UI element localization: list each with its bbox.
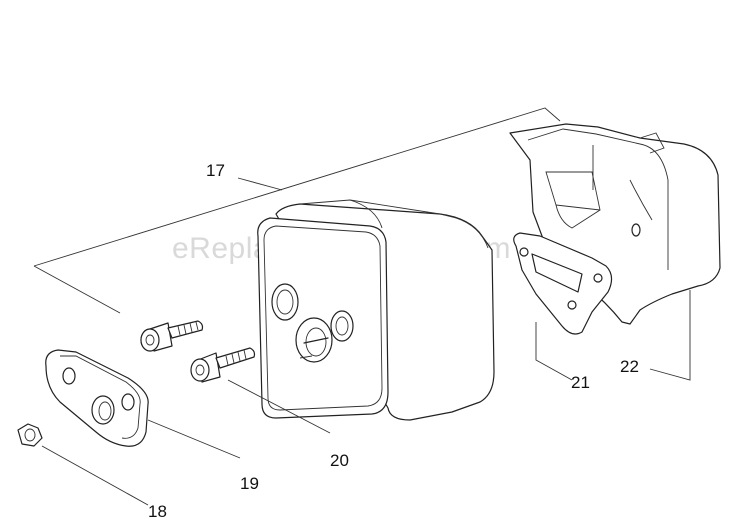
callout-17: 17: [206, 161, 225, 180]
part-18-nut: [17, 423, 43, 447]
assembly-bracket-17: [33, 107, 561, 314]
part-19-flange-plate: [45, 349, 149, 447]
part-20-bolt-lower: [190, 347, 256, 383]
part-22-heat-shield: [509, 123, 721, 325]
callout-21: 21: [571, 373, 590, 392]
callout-leader-22: [649, 290, 691, 381]
callout-leader-19: [147, 419, 241, 459]
part-21-gasket: [513, 232, 613, 335]
callout-leader-18: [41, 445, 149, 506]
callout-leader-21: [535, 322, 573, 381]
part-20-bolt-upper: [140, 320, 204, 352]
callout-leader-20: [227, 379, 331, 434]
callout-22: 22: [620, 357, 639, 376]
callout-19: 19: [240, 474, 259, 493]
callout-20: 20: [330, 451, 349, 470]
part-17-muffler: [257, 199, 495, 421]
callout-18: 18: [148, 502, 167, 521]
